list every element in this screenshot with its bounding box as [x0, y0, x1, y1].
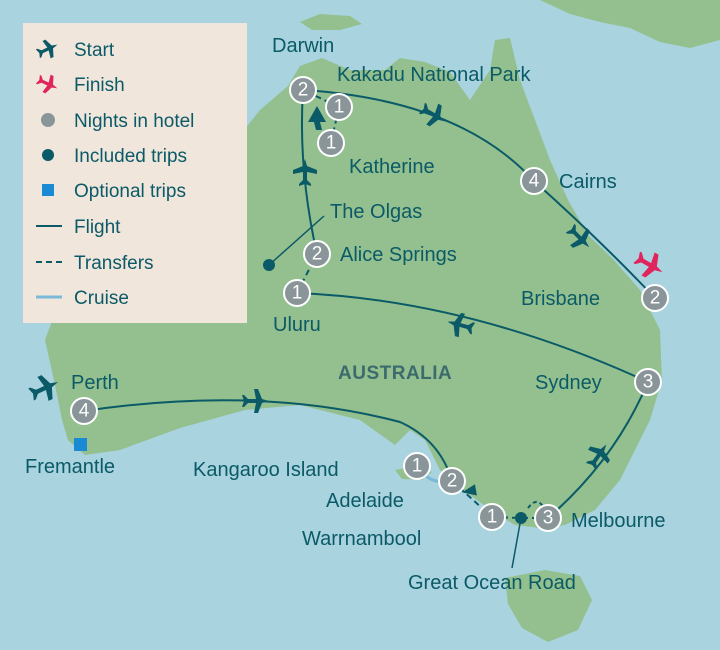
night-marker-kangaroo: 1 [403, 452, 431, 480]
label-katherine: Katherine [349, 156, 435, 178]
nights-melbourne: 3 [543, 508, 554, 529]
papua-new-guinea-land [540, 0, 720, 48]
grey-dot-icon [41, 113, 55, 127]
label-country: AUSTRALIA [338, 363, 452, 384]
nights-kakadu: 1 [334, 97, 345, 118]
australia-land [45, 38, 662, 528]
gor-leader-line [511, 517, 522, 569]
nights-perth: 4 [79, 401, 90, 422]
transfer-melbourne-loop [527, 500, 549, 519]
nights-cairns: 4 [529, 171, 540, 192]
night-marker-katherine: 1 [317, 129, 345, 157]
label-kakadu: Kakadu National Park [337, 64, 531, 86]
night-marker-alice: 2 [303, 240, 331, 268]
label-kangaroo: Kangaroo Island [193, 459, 339, 481]
night-marker-adelaide: 2 [438, 467, 466, 495]
blue-square-icon [42, 184, 54, 196]
legend: Start Finish Nights in hotel Included tr… [23, 23, 247, 323]
legend-flight: Flight [74, 217, 121, 238]
plane-icon [447, 312, 476, 338]
timor-island [300, 14, 362, 30]
plane-finish-icon [633, 251, 663, 278]
flight-perth-adelaide [83, 399, 453, 482]
nights-warrnambool: 1 [487, 507, 498, 528]
legend-start: Start [74, 40, 115, 61]
nights-brisbane: 2 [650, 288, 661, 309]
plane-icon [586, 444, 610, 470]
nights-kangaroo: 1 [412, 456, 423, 477]
nights-adelaide: 2 [447, 471, 458, 492]
legend-cruise: Cruise [74, 288, 129, 309]
plane-icon [565, 223, 590, 248]
flight-cairns-brisbane [533, 180, 656, 299]
arrow-icon-kakadu [308, 106, 326, 130]
legend-optional: Optional trips [74, 181, 186, 202]
label-great-ocean-road: Great Ocean Road [408, 572, 576, 594]
nights-uluru: 1 [292, 283, 303, 304]
night-marker-brisbane: 2 [641, 284, 669, 312]
label-sydney: Sydney [535, 372, 602, 394]
plane-finish-icon [35, 74, 58, 94]
teal-dot-icon [42, 149, 54, 161]
plane-icon [293, 159, 317, 186]
label-olgas: The Olgas [330, 201, 422, 223]
night-marker-uluru: 1 [283, 279, 311, 307]
legend-nights: Nights in hotel [74, 111, 194, 132]
label-alice: Alice Springs [340, 244, 457, 266]
night-marker-melbourne: 3 [534, 504, 562, 532]
legend-finish: Finish [74, 75, 125, 96]
label-cairns: Cairns [559, 171, 617, 193]
nights-katherine: 1 [326, 133, 337, 154]
legend-included: Included trips [74, 146, 187, 167]
label-warrnambool: Warrnambool [302, 528, 421, 550]
legend-box [23, 23, 247, 323]
label-perth: Perth [71, 372, 119, 394]
label-darwin: Darwin [272, 35, 334, 57]
night-marker-darwin: 2 [289, 76, 317, 104]
included-trip-great-ocean-road [515, 512, 527, 524]
flight-sydney-uluru [296, 292, 649, 383]
tasmania [505, 570, 592, 642]
olgas-leader-line [268, 215, 325, 266]
included-trip-olgas [263, 259, 275, 271]
transfer-uluru-alice [296, 253, 318, 294]
plane-icon [418, 102, 446, 127]
plane-icon [35, 39, 58, 59]
arrow-icon-adelaide [462, 484, 477, 496]
label-adelaide: Adelaide [326, 490, 404, 512]
plane-icon [242, 389, 269, 413]
night-marker-cairns: 4 [520, 167, 548, 195]
label-fremantle: Fremantle [25, 456, 115, 478]
nights-sydney: 3 [643, 372, 654, 393]
night-marker-sydney: 3 [634, 368, 662, 396]
nights-alice: 2 [312, 244, 323, 265]
plane-icon [28, 375, 58, 401]
night-marker-warrnambool: 1 [478, 503, 506, 531]
optional-trip-fremantle [74, 438, 87, 451]
night-marker-kakadu: 1 [325, 93, 353, 121]
label-melbourne: Melbourne [571, 510, 666, 532]
night-marker-perth: 4 [70, 397, 98, 425]
nights-darwin: 2 [298, 80, 309, 101]
label-brisbane: Brisbane [521, 288, 600, 310]
label-uluru: Uluru [273, 314, 321, 336]
legend-transfers: Transfers [74, 253, 154, 274]
